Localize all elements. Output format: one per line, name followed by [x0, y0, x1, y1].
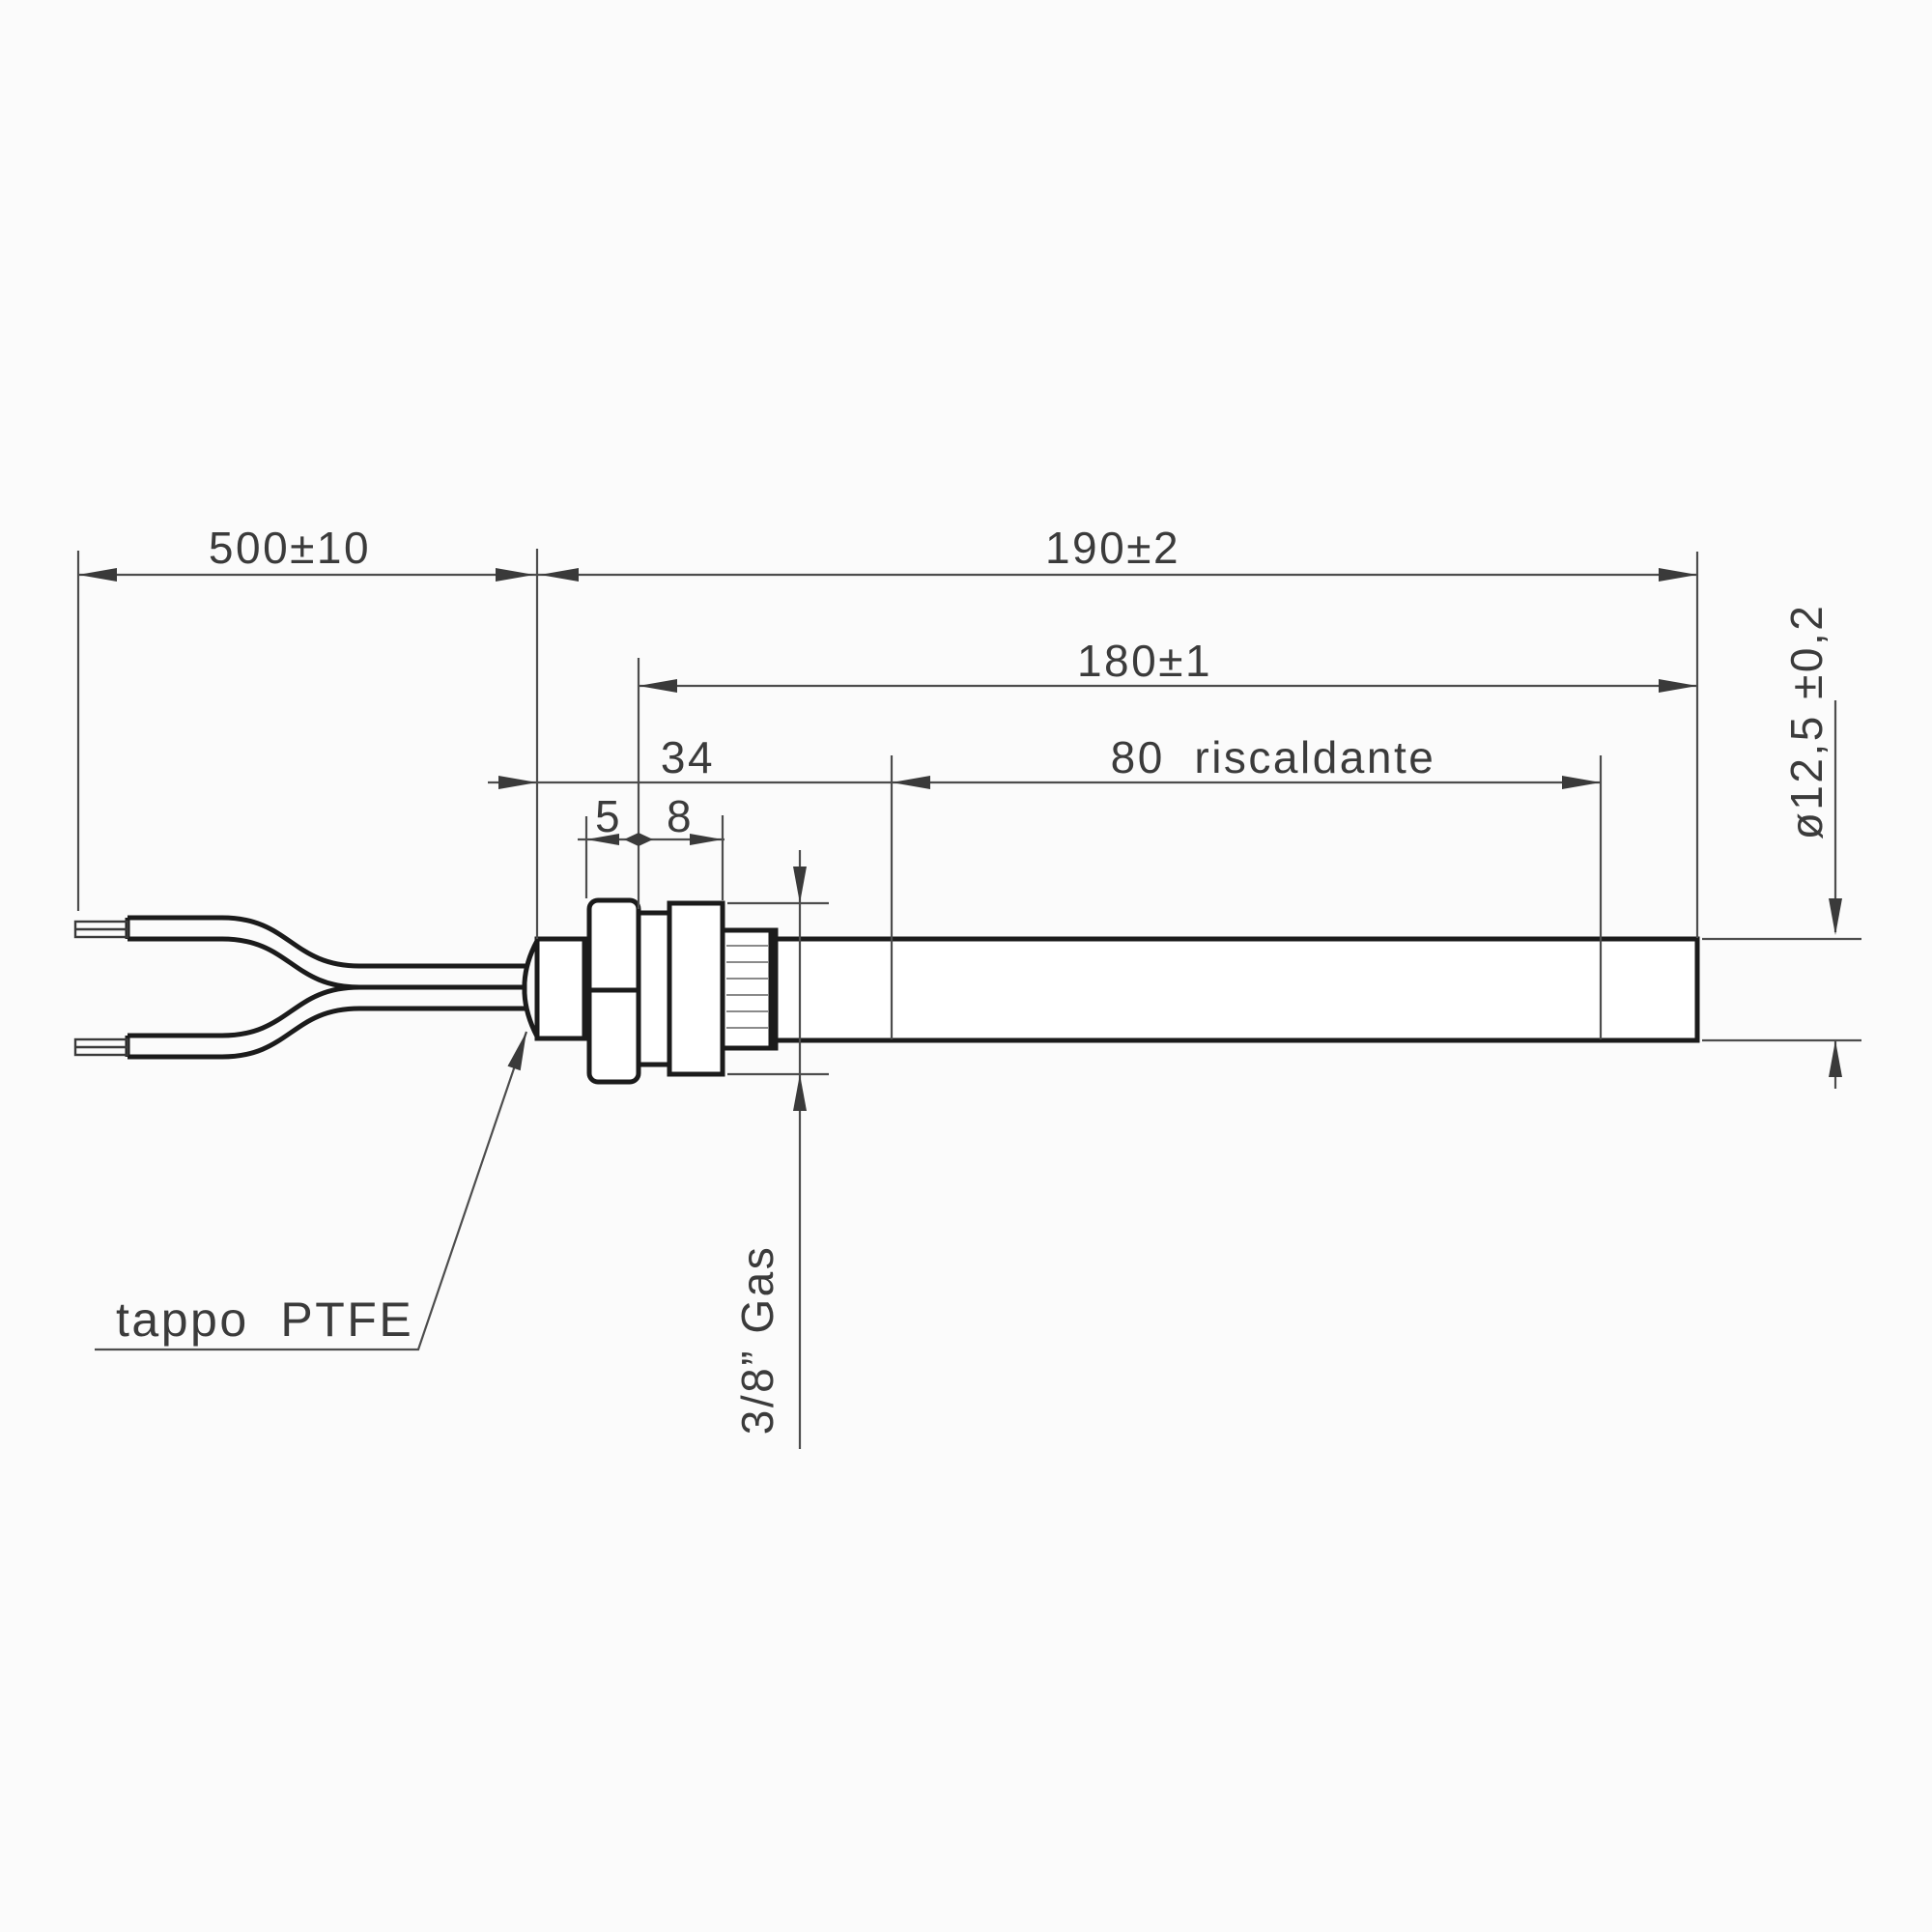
arrow-80-right — [1562, 776, 1601, 789]
arrow-34-right-80-left — [892, 776, 930, 789]
arrow-thread-bottom — [793, 1074, 807, 1111]
lower-wire-bottom-edge — [128, 1006, 526, 1060]
dimension-labels: 500±10 190±2 180±1 34 5 8 80 riscaldante… — [116, 523, 1832, 1435]
dim-label-overall-length: 190±2 — [1045, 523, 1180, 573]
fitting-neck — [636, 910, 672, 1067]
arrow-leader-plug — [507, 1032, 526, 1071]
arrow-34-left — [498, 776, 537, 789]
dimension-arrowheads — [78, 568, 1842, 1111]
flange-ring — [667, 900, 725, 1077]
label-ptfe-plug: tappo PTFE — [116, 1293, 413, 1347]
arrow-diameter-bottom — [1829, 1040, 1842, 1077]
arrow-500-right — [496, 568, 534, 582]
arrow-500-left — [78, 568, 117, 582]
lead-wires — [73, 915, 526, 1060]
threaded-collar — [720, 927, 779, 1051]
heating-rod — [777, 936, 1700, 1043]
part-geometry — [73, 897, 1700, 1085]
arrow-5-8-shared — [624, 833, 653, 846]
dim-label-fitting-length: 34 — [661, 732, 715, 782]
arrow-180-right — [1659, 679, 1697, 693]
arrow-190-left — [540, 568, 579, 582]
upper-wire-top-edge — [128, 915, 526, 969]
thread-lines — [726, 945, 769, 1029]
arrow-190-right — [1659, 568, 1697, 582]
leader-line-plug — [95, 1031, 528, 1351]
arrow-180-left — [639, 679, 677, 693]
arrow-5-left — [586, 834, 619, 845]
dim-label-hex-width: 5 — [595, 791, 622, 841]
dim-label-heated-zone: 80 riscaldante — [1111, 732, 1436, 782]
arrow-diameter-top — [1829, 898, 1842, 935]
dim-label-thread-size: 3/8” Gas — [732, 1245, 782, 1435]
lower-wire-top-edge — [128, 984, 526, 1038]
arrow-thread-top — [793, 867, 807, 903]
dim-label-collar-width: 8 — [667, 791, 694, 841]
dim-label-cable-length: 500±10 — [209, 523, 371, 573]
dim-label-immersion-length: 180±1 — [1077, 636, 1212, 686]
ptfe-plug — [534, 936, 587, 1041]
arrow-8-right — [690, 834, 723, 845]
dim-label-rod-diameter: ø12,5 ±0,2 — [1781, 604, 1832, 840]
